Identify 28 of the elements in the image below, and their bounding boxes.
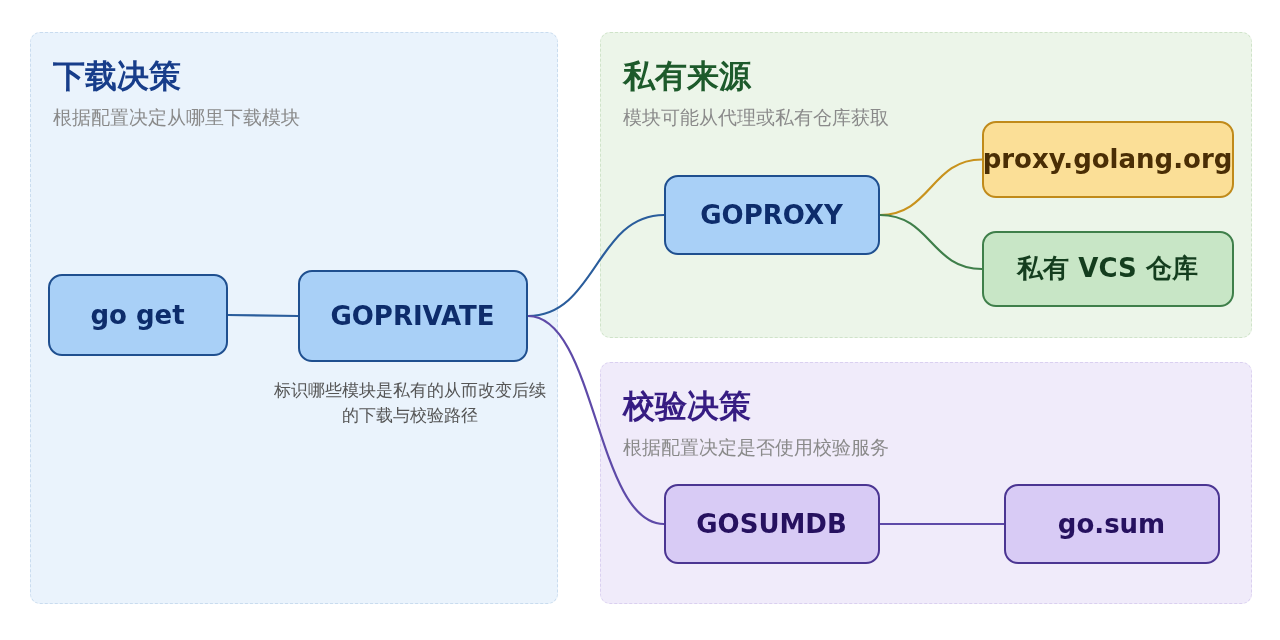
group-subtitle: 模块可能从代理或私有仓库获取: [623, 105, 889, 130]
group-subtitle: 根据配置决定是否使用校验服务: [623, 435, 889, 460]
process-box: [47, 273, 228, 356]
process-box: [663, 174, 880, 255]
group-panel: [30, 32, 558, 604]
node-label: 私有 VCS 仓库: [1017, 252, 1198, 285]
group-subtitle: 根据配置决定从哪里下载模块: [53, 105, 300, 130]
group-panel: [600, 32, 1252, 338]
group-title: 校验决策: [623, 386, 751, 427]
process-box: [297, 269, 528, 362]
process-box: [1003, 483, 1220, 564]
connector-line: [880, 522, 1004, 526]
note-text: 标识哪些模块是私有的从而改变后续的下载与校验路径: [272, 378, 547, 427]
group-title: 下载决策: [53, 56, 181, 97]
process-box: [981, 230, 1234, 307]
node-label: GOSUMDB: [696, 508, 847, 539]
node-label: go.sum: [1057, 508, 1166, 539]
node-label: go get: [90, 299, 185, 330]
connector-line: [879, 213, 983, 271]
group-title: 私有来源: [623, 56, 751, 97]
process-box: [981, 120, 1234, 198]
node-label: GOPROXY: [700, 199, 843, 230]
connector-line: [527, 314, 665, 526]
process-box: [663, 483, 880, 564]
connector-line: [228, 313, 298, 318]
group-panel: [600, 362, 1252, 604]
node-label: proxy.golang.org: [982, 144, 1233, 174]
node-label: GOPRIVATE: [330, 300, 495, 331]
